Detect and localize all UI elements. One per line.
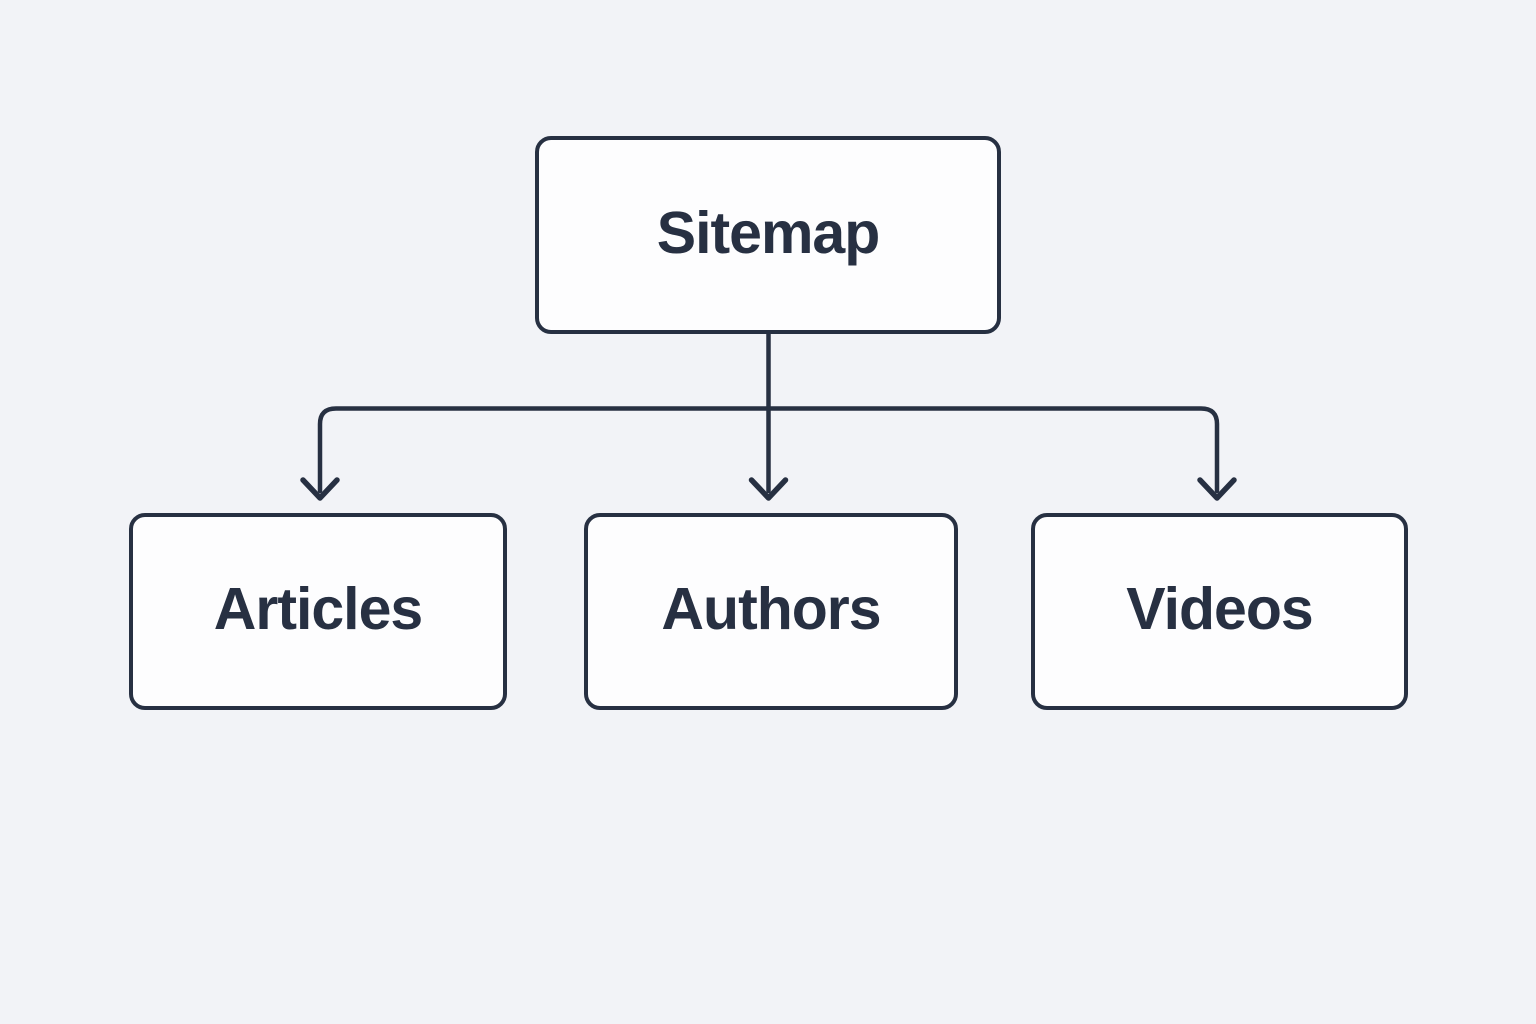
node-authors: Authors [584,513,958,710]
arrowhead-down-icon [300,477,340,501]
node-authors-label: Authors [661,576,881,642]
node-videos: Videos [1031,513,1408,710]
connector-rail-left-right [317,406,1220,494]
arrowhead-down-icon [748,477,789,501]
node-videos-label: Videos [1126,576,1313,642]
arrowhead-down-icon [1197,477,1237,501]
node-sitemap-label: Sitemap [656,199,881,266]
node-articles: Articles [129,513,507,710]
node-articles-label: Articles [213,576,423,642]
node-sitemap: Sitemap [535,136,1001,334]
